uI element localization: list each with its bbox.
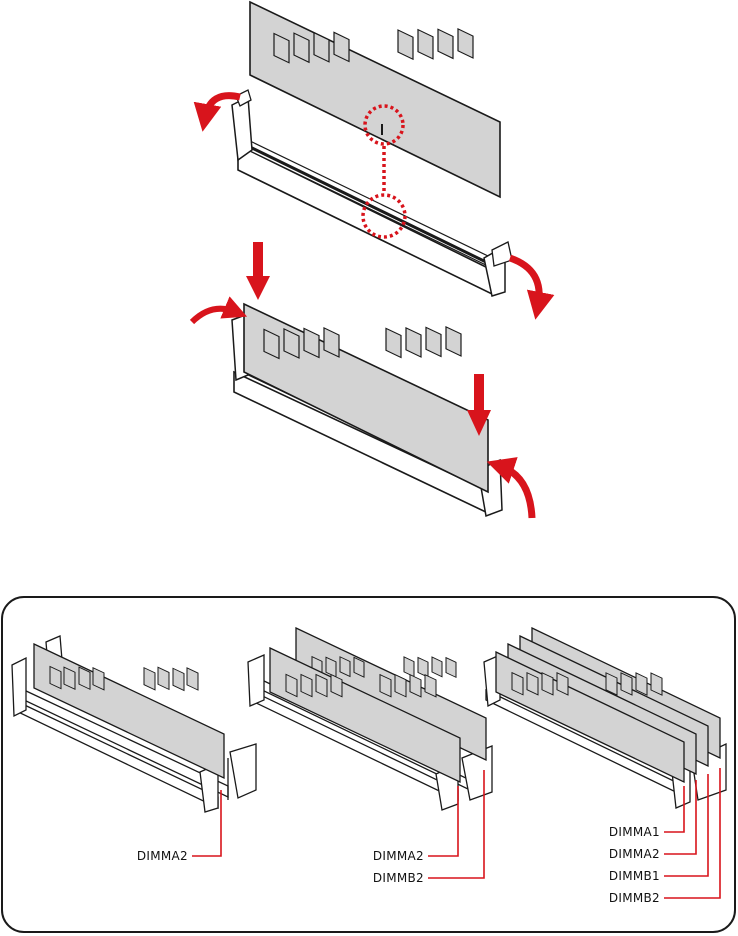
close-latch-left-arrow-icon [192, 309, 236, 322]
slot-label: DIMMB2 [609, 891, 660, 905]
push-down-left-arrow-icon [246, 242, 270, 300]
slot-label: DIMMA2 [373, 849, 424, 863]
slot-label: DIMMB2 [373, 871, 424, 885]
slot-label: DIMMA2 [137, 849, 188, 863]
open-latch-right-arrow-icon [510, 258, 539, 306]
slot-label: DIMMB1 [609, 869, 660, 883]
close-latch-right-arrow-icon [500, 466, 532, 518]
slot-label: DIMMA1 [609, 825, 660, 839]
slot-label: DIMMA2 [609, 847, 660, 861]
